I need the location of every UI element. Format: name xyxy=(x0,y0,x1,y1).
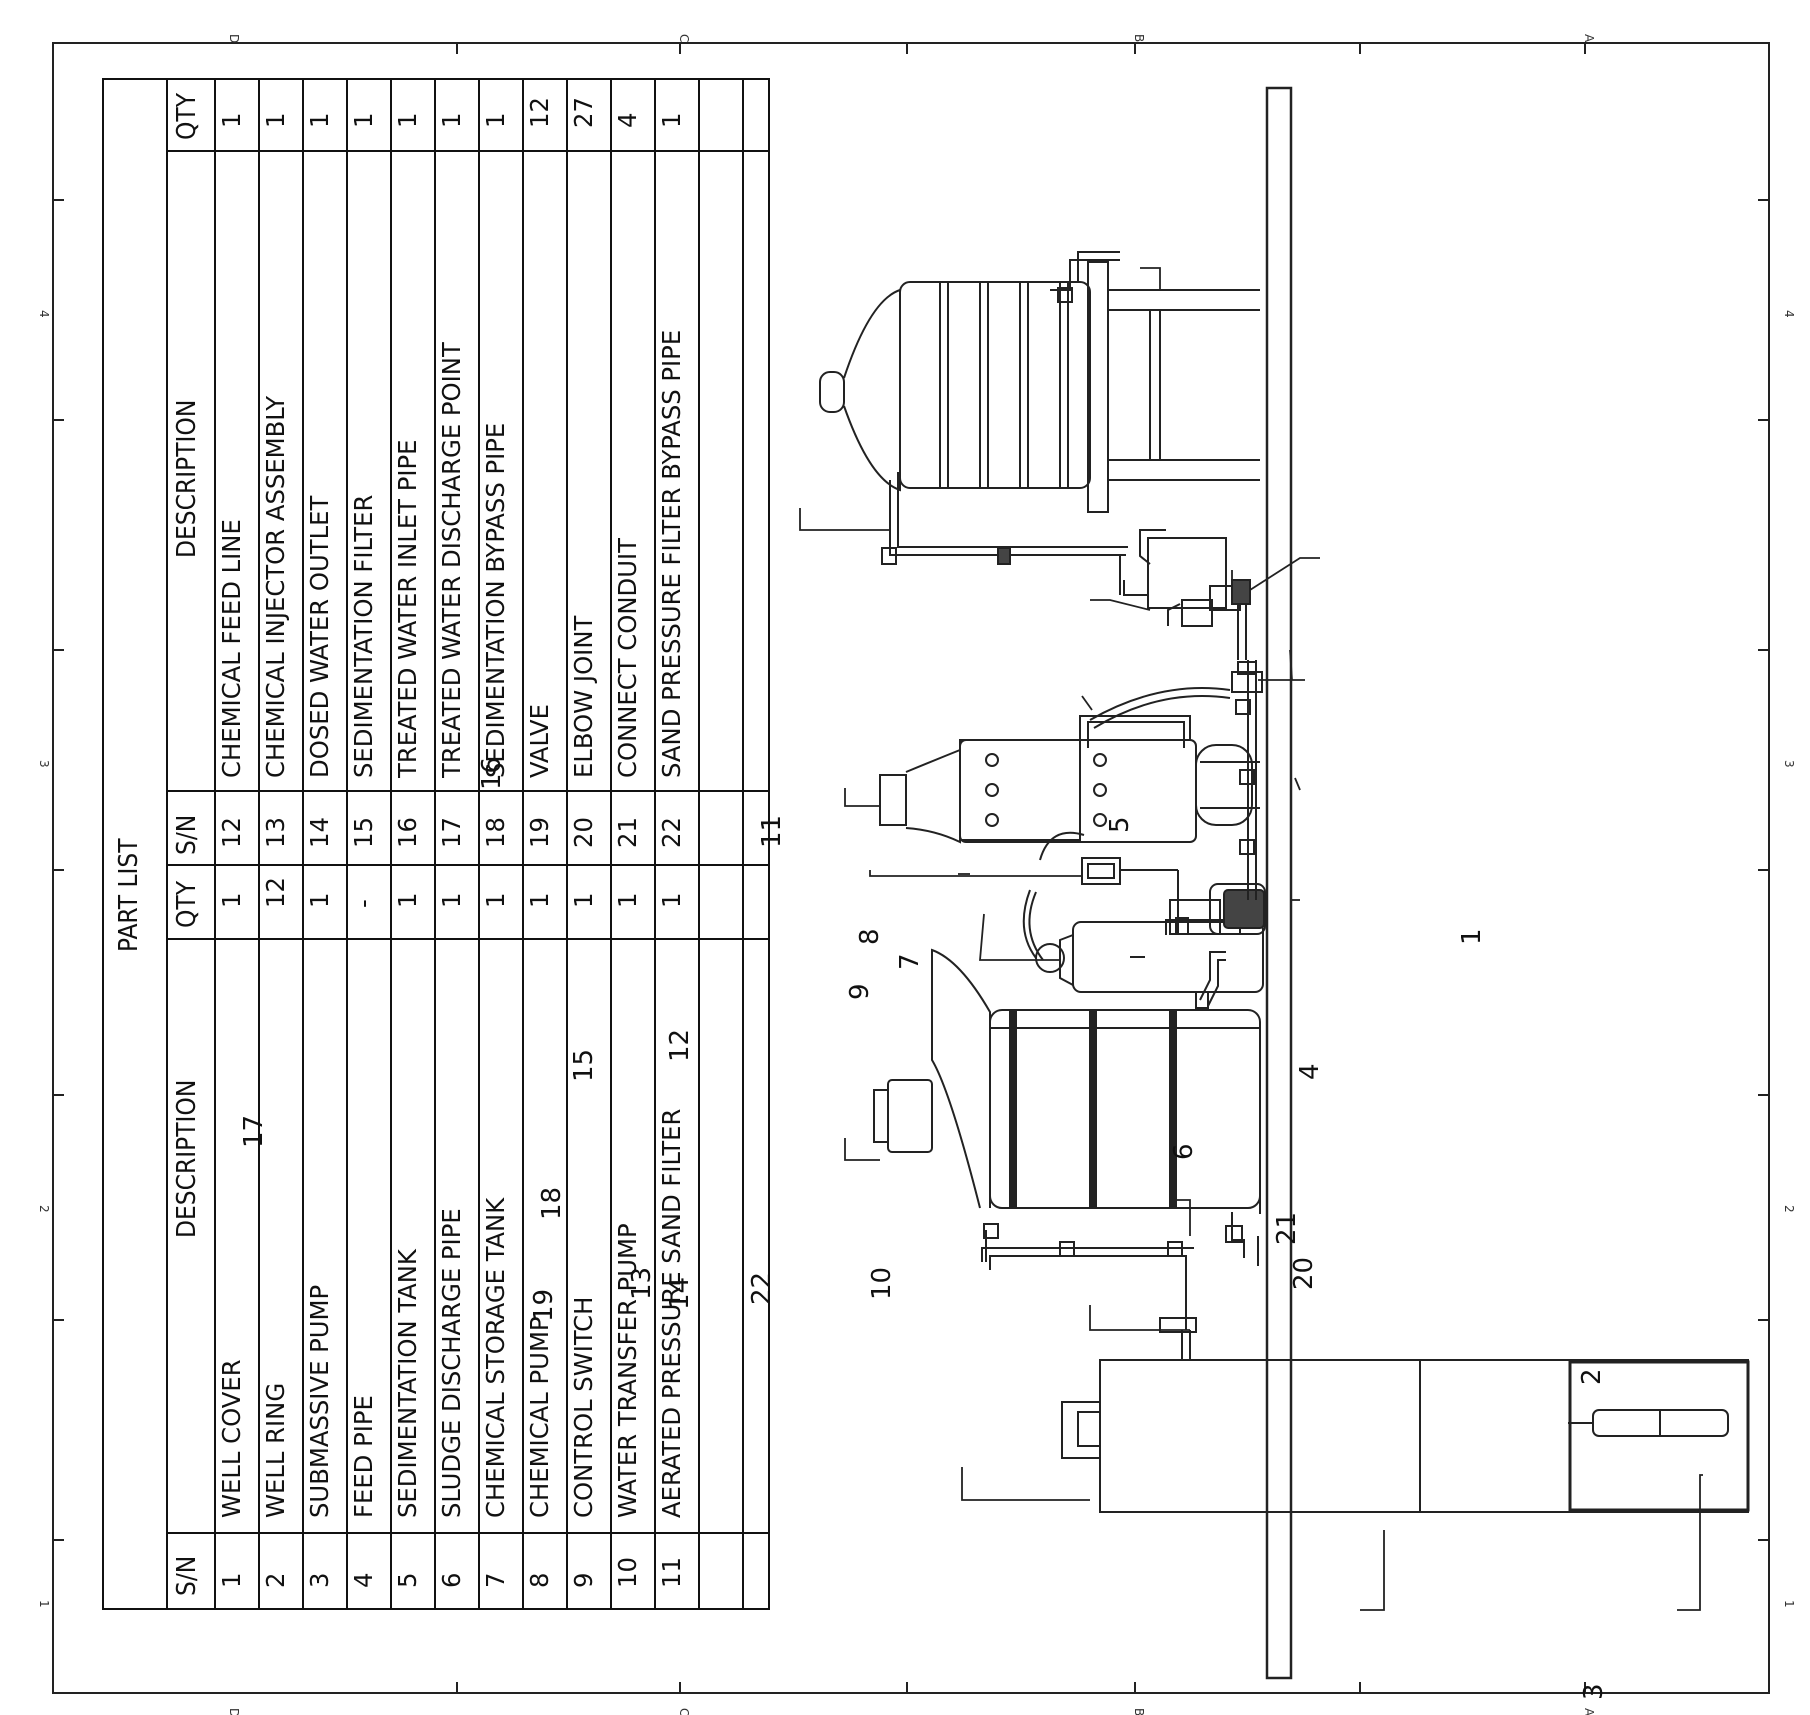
callout-20: 20 xyxy=(1289,1257,1319,1290)
callout-17: 17 xyxy=(239,1115,269,1148)
grid-number-1: 1 xyxy=(1782,1600,1796,1608)
grid-number-4: 4 xyxy=(37,310,51,318)
grid-letter-a: A xyxy=(1582,34,1596,43)
callout-1: 1 xyxy=(1457,928,1487,945)
grid-letter-b: B xyxy=(1132,34,1146,42)
callout-12: 12 xyxy=(665,1029,695,1062)
grid-number-2: 2 xyxy=(37,1205,51,1213)
callout-8: 8 xyxy=(855,928,885,945)
grid-number-3: 3 xyxy=(1782,760,1796,768)
grid-letter-d: D xyxy=(227,34,241,43)
grid-letter-c: C xyxy=(677,1708,691,1715)
callout-14: 14 xyxy=(665,1277,695,1310)
grid-letter-b: B xyxy=(1132,1708,1146,1715)
callout-16: 16 xyxy=(477,757,507,790)
grid-number-4: 4 xyxy=(1782,310,1796,318)
callout-3: 3 xyxy=(1579,1683,1609,1700)
grid-number-2: 2 xyxy=(1782,1205,1796,1213)
callout-15: 15 xyxy=(569,1049,599,1082)
grid-letter-c: C xyxy=(677,34,691,42)
callout-11: 11 xyxy=(757,815,787,848)
callout-4: 4 xyxy=(1295,1063,1325,1080)
grid-letter-d: D xyxy=(227,1708,241,1715)
drawing-frame xyxy=(52,42,1770,1694)
callout-5: 5 xyxy=(1105,816,1135,833)
callout-10: 10 xyxy=(867,1267,897,1300)
callout-21: 21 xyxy=(1272,1212,1302,1245)
callout-18: 18 xyxy=(537,1187,567,1220)
grid-letter-a: A xyxy=(1582,1708,1596,1715)
callout-13: 13 xyxy=(627,1267,657,1300)
parts-list-table xyxy=(102,78,770,1610)
callout-2: 2 xyxy=(1577,1368,1607,1385)
callout-19: 19 xyxy=(529,1289,559,1322)
grid-number-1: 1 xyxy=(37,1600,51,1608)
callout-6: 6 xyxy=(1169,1143,1199,1160)
callout-22: 22 xyxy=(747,1272,777,1305)
callout-7: 7 xyxy=(895,953,925,970)
grid-number-3: 3 xyxy=(37,760,51,768)
callout-9: 9 xyxy=(845,983,875,1000)
